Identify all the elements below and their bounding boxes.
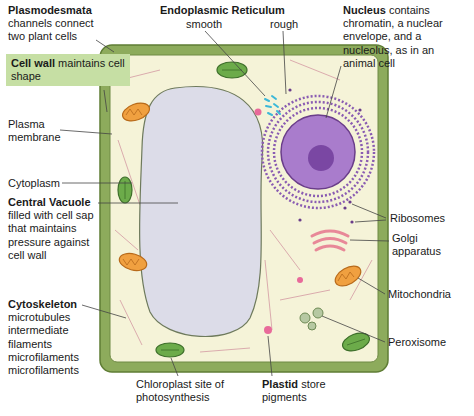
callout-label: Ribosomes xyxy=(390,212,470,225)
label-heading: Central Vacuole xyxy=(8,196,108,209)
label-text: Plasma membrane xyxy=(8,118,61,143)
highlight-box: Cell wallmaintains cell shape xyxy=(6,54,130,86)
label-text: Cytoplasm xyxy=(8,177,60,189)
callout-label: Chloroplast site of photosynthesis xyxy=(136,378,248,404)
label-text: filled with cell sap that maintains pres… xyxy=(8,209,94,261)
label-text: Peroxisome xyxy=(388,336,446,348)
label-heading: Cell wall xyxy=(11,57,55,69)
callout-label: Nucleuscontains chromatin, a nuclear env… xyxy=(343,4,469,70)
callout-label: Central Vacuolefilled with cell sap that… xyxy=(8,196,108,262)
callout-label: Cytoskeletonmicrotubules intermediate fi… xyxy=(8,298,93,377)
label-heading: Cytoskeleton xyxy=(8,298,93,311)
label-text: Golgi apparatus xyxy=(392,232,441,257)
callout-label: Plasma membrane xyxy=(8,118,68,144)
callout-label: rough xyxy=(270,18,320,31)
label-text: rough xyxy=(270,18,298,30)
callout-label: Plastidstore pigments xyxy=(262,378,346,404)
label-heading: Nucleus xyxy=(343,4,386,16)
label-text: Mitochondria xyxy=(388,288,451,300)
callout-label: Endoplasmic Reticulum xyxy=(160,4,320,17)
label-text: channels connect two plant cells xyxy=(8,17,94,42)
label-text: smooth xyxy=(186,18,222,30)
callout-label: Cytoplasm xyxy=(8,177,78,190)
label-text: Ribosomes xyxy=(390,212,445,224)
label-heading: Endoplasmic Reticulum xyxy=(160,4,320,17)
label-text: microtubules intermediate filaments micr… xyxy=(8,311,79,376)
callout-label: Mitochondria xyxy=(388,288,470,301)
callout-label: Plasmodesmatachannels connect two plant … xyxy=(8,4,100,44)
label-heading: Plasmodesmata xyxy=(8,4,100,17)
callout-label: Peroxisome xyxy=(388,336,470,349)
label-text: Chloroplast site of photosynthesis xyxy=(136,378,224,403)
label-heading: Plastid xyxy=(262,378,298,390)
callout-label: smooth xyxy=(186,18,246,31)
callout-label: Golgi apparatus xyxy=(392,232,464,258)
